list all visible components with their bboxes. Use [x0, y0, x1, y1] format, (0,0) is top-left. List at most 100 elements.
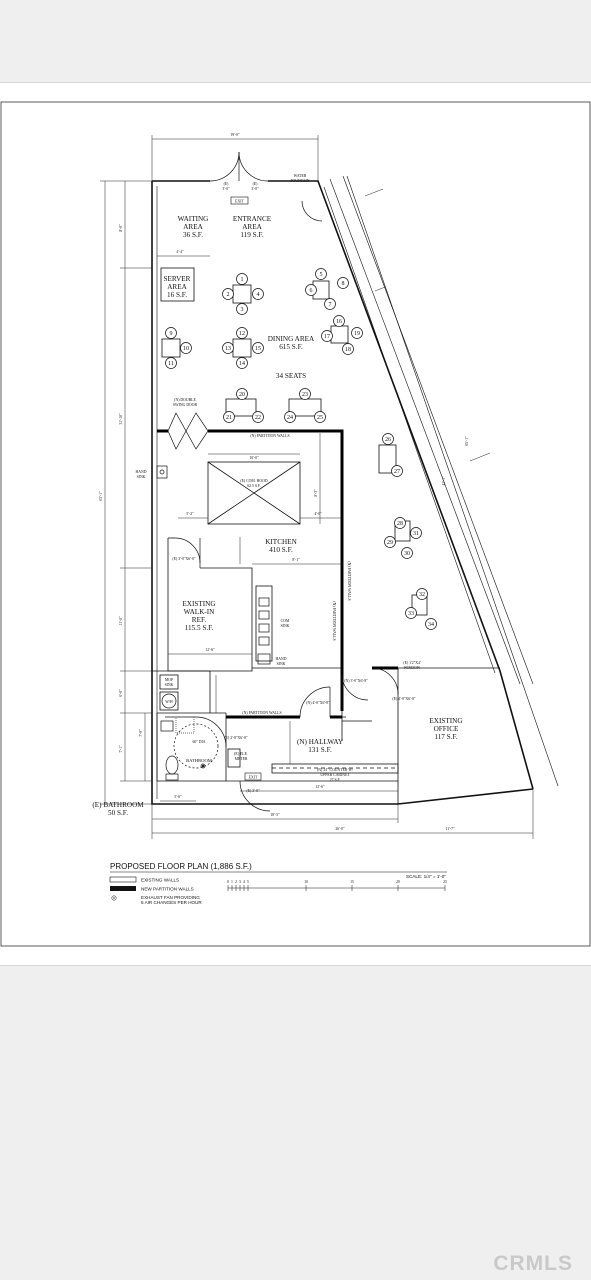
- note-door-e1: (E): [224, 182, 230, 186]
- note-counter-2: UPPER CABINET: [320, 773, 350, 777]
- room-entrance-area: 119 S.F.: [240, 231, 264, 239]
- note-elec-meter-2: METER: [235, 757, 248, 761]
- seat-number: 27: [394, 469, 400, 475]
- exit-sign-box: [230, 196, 249, 205]
- seat-number: 34: [428, 622, 434, 628]
- seat-19: 19: [351, 327, 363, 339]
- watermark-crmls: CRMLS: [493, 1252, 573, 1275]
- seat-number: 13: [225, 346, 231, 352]
- seat-number: 25: [317, 415, 323, 421]
- room-server-area: 16 S.F.: [167, 291, 187, 299]
- dim-4-0: 4'-0": [314, 512, 322, 516]
- seat-number: 12: [239, 331, 245, 337]
- seat-number: 22: [255, 415, 261, 421]
- seat-15: 15: [252, 342, 264, 354]
- seat-number: 23: [302, 392, 308, 398]
- scale-tick-label: 10: [304, 880, 308, 884]
- plan-title: PROPOSED FLOOR PLAN (1,886 S.F.): [110, 862, 252, 871]
- seat-number: 33: [408, 611, 414, 617]
- note-counter-3: 27 S.F.: [330, 778, 341, 782]
- scale-tick-label: 5: [247, 880, 249, 884]
- room-waiting-line2: AREA: [183, 223, 203, 231]
- seat-number: 10: [183, 346, 189, 352]
- dining-tables: [161, 280, 428, 616]
- note-exit-sign: EXIT: [249, 776, 258, 780]
- seat-28: 28: [394, 517, 406, 529]
- note-ada-circle: 60" DIA: [192, 740, 205, 744]
- note-door-office: (N) 3'-0"X6'-8": [344, 679, 368, 683]
- room-hallway-name: (N) HALLWAY: [297, 738, 344, 746]
- seat-number: 14: [239, 361, 245, 367]
- scale-tick-label: 25: [443, 880, 447, 884]
- note-hood: (E) COM. HOOD: [240, 479, 268, 483]
- room-e-bathroom-area: 50 S.F.: [108, 809, 128, 817]
- exhaust-fan-icon: [111, 895, 117, 901]
- room-walkin-line3: REF.: [192, 616, 207, 624]
- dim-diag-1: 65'-1": [465, 436, 469, 446]
- room-kitchen-name: KITCHEN: [265, 538, 297, 546]
- room-e-bathroom-name: (E) BATHROOM: [92, 801, 144, 809]
- seat-13: 13: [222, 342, 234, 354]
- room-walkin-area: 115.5 S.F.: [185, 624, 214, 632]
- seat-27: 27: [391, 465, 403, 477]
- note-hood-area: 62.5 S.F.: [247, 484, 260, 488]
- room-waiting-line1: WAITING: [178, 215, 209, 223]
- note-com-sink-1: COM: [281, 619, 290, 623]
- room-dining-seats: 34 SEATS: [276, 372, 306, 380]
- room-hallway-area: 131 S.F.: [308, 746, 332, 754]
- seat-33: 33: [405, 607, 417, 619]
- seat-number: 32: [419, 592, 425, 598]
- seat-number: 19: [354, 331, 360, 337]
- seat-17: 17: [321, 330, 333, 342]
- seat-18: 18: [342, 343, 354, 355]
- seat-9: 9: [165, 327, 177, 339]
- room-dining-name: DINING AREA: [268, 335, 315, 343]
- room-kitchen-area: 410 S.F.: [269, 546, 293, 554]
- note-partition-walls: (N) PARTITION WALLS: [250, 434, 289, 438]
- seat-14: 14: [236, 357, 248, 369]
- existing-interior-walls: [151, 181, 500, 804]
- seat-25: 25: [314, 411, 326, 423]
- note-partition-walls-low: (N) PARTITION WALLS: [242, 711, 281, 715]
- legend-swatch-existing: [109, 876, 137, 883]
- dim-7b: 7'-0": [139, 729, 143, 737]
- seat-29: 29: [384, 536, 396, 548]
- seat-7: 7: [324, 298, 336, 310]
- room-office-line1: EXISTING: [429, 717, 462, 725]
- dim-6: 6'-0": [119, 689, 123, 697]
- legend-swatch-new: [110, 886, 136, 891]
- note-water-heater: W/H: [165, 700, 173, 704]
- note-partition-walls-vert2: (N) PARTITION WALLS: [332, 601, 336, 640]
- seat-number: 5: [320, 272, 323, 278]
- seat-30: 30: [401, 547, 413, 559]
- legend-exhaust-1: EXHAUST FAN PROVIDING: [141, 895, 200, 900]
- dim-8: 8'-0": [119, 224, 123, 232]
- seat-3: 3: [236, 303, 248, 315]
- seat-24: 24: [284, 411, 296, 423]
- room-labels: WAITING AREA 36 S.F. ENTRANCE AREA 119 S…: [92, 215, 462, 817]
- dim-12-6: 12'-6": [205, 648, 215, 652]
- note-hand-sink-1: HAND: [136, 470, 147, 474]
- scale-tick-label: 4: [243, 880, 245, 884]
- seat-21: 21: [223, 411, 235, 423]
- seat-22: 22: [252, 411, 264, 423]
- note-hand-sink-b2: SINK: [277, 662, 286, 666]
- note-hand-sink-2: SINK: [137, 475, 146, 479]
- note-counter-1: (N) 24" COUNTER W/: [317, 768, 354, 772]
- scale-tick-label: 15: [350, 880, 354, 884]
- seat-11: 11: [165, 357, 177, 369]
- seat-number: 8: [342, 281, 345, 287]
- note-door-e2-size: 3'-0": [251, 187, 259, 191]
- exit-sign-box-rear: [244, 772, 262, 781]
- dim-top: 19'-0": [230, 133, 240, 137]
- seat-32: 32: [416, 588, 428, 600]
- doors: [167, 151, 399, 812]
- legend-existing-walls: EXISTING WALLS: [141, 878, 179, 883]
- seat-number: 30: [404, 551, 410, 557]
- note-door-e1-size: 3'-0": [222, 187, 230, 191]
- room-walkin-line2: WALK-IN: [184, 608, 216, 616]
- fixtures: [156, 465, 271, 781]
- note-door-office2: (E) 4'-0"X6'-8": [392, 697, 416, 701]
